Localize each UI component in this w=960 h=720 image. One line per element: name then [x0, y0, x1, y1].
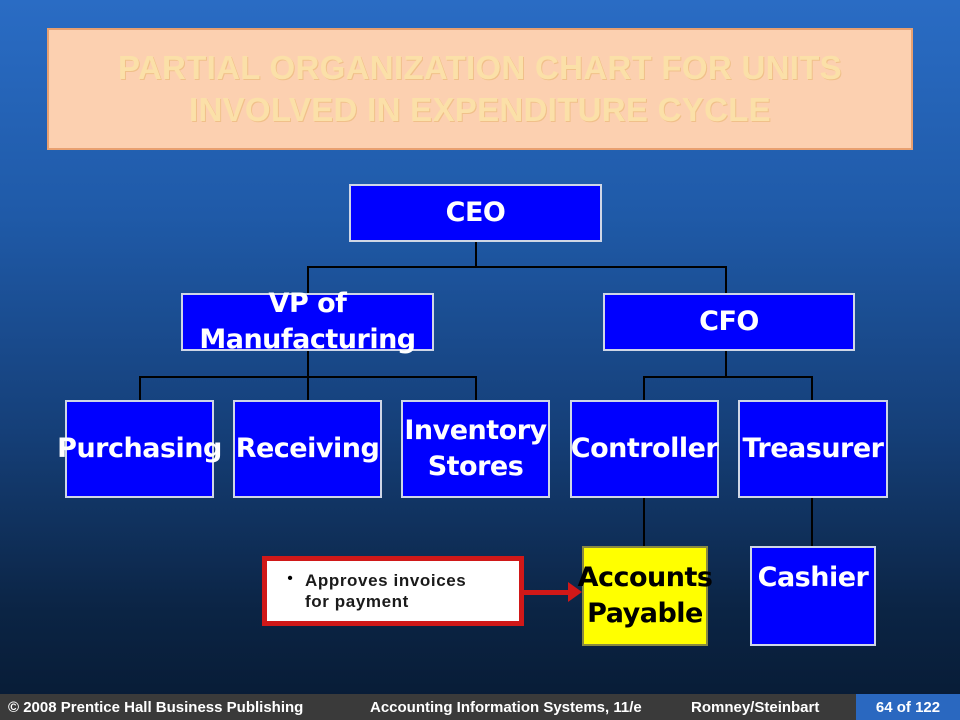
connector-level1-bar — [307, 266, 727, 268]
node-inventory-stores: Inventory Stores — [401, 400, 550, 498]
node-inventory-line1: Inventory — [404, 415, 547, 446]
connector-to-treasurer — [811, 376, 813, 401]
node-ceo-label: CEO — [445, 197, 506, 228]
node-cfo-label: CFO — [699, 306, 759, 337]
node-vp-manufacturing-label: VP of Manufacturing — [199, 288, 416, 355]
connector-cfo-down — [725, 350, 727, 376]
connector-to-purchasing — [139, 376, 141, 401]
connector-treasurer-to-cashier — [811, 497, 813, 547]
node-ap-line2: Payable — [587, 598, 703, 629]
node-cfo: CFO — [603, 293, 855, 351]
footer-authors: Romney/Steinbart — [691, 698, 820, 716]
node-inventory-stores-label: Inventory Stores — [404, 413, 547, 485]
node-accounts-payable-label: Accounts Payable — [578, 560, 713, 632]
slide-title-line1: PARTIAL ORGANIZATION CHART FOR UNITS — [118, 49, 842, 86]
callout-text: Approves invoices for payment — [305, 570, 466, 612]
node-controller-label: Controller — [570, 433, 719, 464]
node-accounts-payable: Accounts Payable — [578, 546, 713, 646]
slide-title-line2: INVOLVED IN EXPENDITURE CYCLE — [189, 91, 771, 128]
node-treasurer: Treasurer — [738, 400, 888, 498]
node-ap-line1: Accounts — [577, 562, 713, 593]
connector-to-receiving — [307, 376, 309, 401]
footer-page-number: 64 of 122 — [856, 694, 960, 720]
node-ceo: CEO — [349, 184, 602, 242]
footer-copyright: © 2008 Prentice Hall Business Publishing — [8, 698, 304, 716]
node-vp-manufacturing: VP of Manufacturing — [181, 288, 434, 355]
callout-box: • Approves invoices for payment — [262, 556, 524, 626]
slide-footer: © 2008 Prentice Hall Business Publishing… — [0, 694, 960, 720]
connector-ceo-down — [475, 242, 477, 266]
node-inventory-line2: Stores — [427, 451, 524, 482]
node-cashier: Cashier — [750, 546, 876, 646]
connector-controller-to-ap — [643, 497, 645, 547]
callout-line2: for payment — [305, 592, 409, 611]
node-receiving: Receiving — [233, 400, 382, 498]
node-receiving-label: Receiving — [235, 433, 380, 464]
node-controller: Controller — [570, 400, 719, 498]
connector-cfo-bar — [643, 376, 813, 378]
connector-to-controller — [643, 376, 645, 401]
callout-line1: Approves invoices — [305, 571, 467, 590]
connector-to-cfo — [725, 266, 727, 294]
callout-arrow-icon — [568, 582, 582, 602]
callout-arrow-shaft — [524, 590, 572, 595]
connector-vp-down — [307, 350, 309, 376]
footer-book-title: Accounting Information Systems, 11/e — [370, 698, 642, 716]
node-purchasing-label: Purchasing — [57, 433, 222, 464]
node-treasurer-label: Treasurer — [742, 433, 884, 464]
callout-bullet: • — [287, 570, 293, 587]
slide-title: PARTIAL ORGANIZATION CHART FOR UNITS INV… — [118, 47, 842, 131]
node-purchasing: Purchasing — [57, 400, 222, 498]
connector-to-inventory — [475, 376, 477, 401]
connector-to-vp — [307, 266, 309, 294]
slide-title-box: PARTIAL ORGANIZATION CHART FOR UNITS INV… — [47, 28, 913, 150]
node-cashier-label: Cashier — [757, 562, 869, 593]
